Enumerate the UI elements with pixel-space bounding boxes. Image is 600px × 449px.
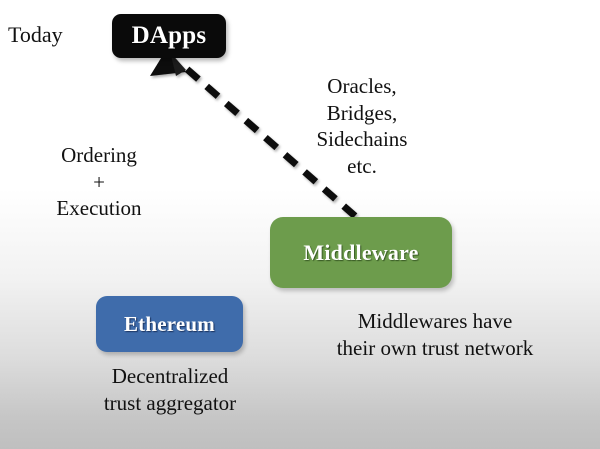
node-ethereum[interactable]: Ethereum xyxy=(96,296,243,352)
node-dapps[interactable]: DApps xyxy=(112,14,226,58)
node-ethereum-label: Ethereum xyxy=(123,311,216,336)
node-middleware-label: Middleware xyxy=(303,239,419,265)
slide-label-today: Today xyxy=(8,22,63,47)
caption-ethereum: Decentralized trust aggregator xyxy=(103,364,237,415)
caption-middleware: Middlewares have their own trust network xyxy=(336,309,534,360)
edge-label-oracles-bridges-sidechains: Oracles, Bridges, Sidechains etc. xyxy=(316,74,408,178)
node-middleware[interactable]: Middleware xyxy=(270,217,452,288)
edge-label-ordering-execution: Ordering + Execution xyxy=(56,143,142,221)
node-dapps-label: DApps xyxy=(131,22,207,49)
